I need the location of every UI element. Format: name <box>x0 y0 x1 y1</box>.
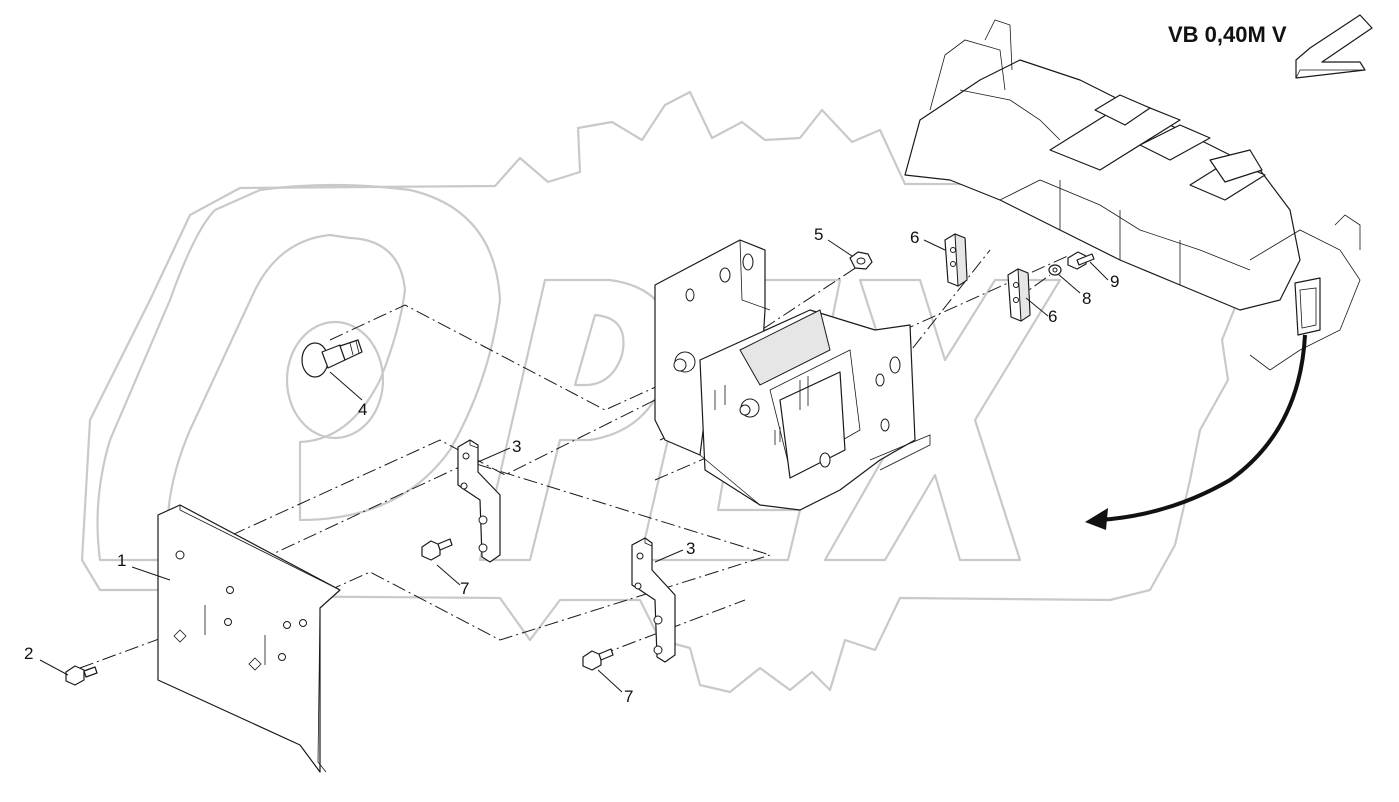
part-9-screw <box>1067 251 1095 270</box>
part-3-bracket-lower <box>631 537 676 663</box>
part-4-pin <box>301 339 363 378</box>
callout-6-upper: 6 <box>910 228 919 247</box>
callout-7-lower: 7 <box>624 687 633 706</box>
callout-5: 5 <box>814 225 823 244</box>
callout-9: 9 <box>1110 272 1119 291</box>
callout-3-upper: 3 <box>512 437 521 456</box>
callout-8: 8 <box>1082 289 1091 308</box>
callout-1: 1 <box>117 551 126 570</box>
callout-7-upper: 7 <box>460 579 469 598</box>
detail-pointer-arrow <box>1085 334 1307 530</box>
part-3-bracket-upper <box>457 439 501 563</box>
part-7-screw-upper <box>421 538 453 561</box>
part-5-nut <box>849 251 873 270</box>
callout-2: 2 <box>24 644 33 663</box>
part-8-washer <box>1048 264 1062 276</box>
callout-6-lower: 6 <box>1048 307 1057 326</box>
callout-4: 4 <box>358 400 367 419</box>
callout-labels: 1 2 3 3 4 5 6 6 7 7 8 9 <box>24 225 1119 706</box>
callout-leaders <box>39 239 1109 693</box>
part-2-bolt <box>65 665 98 686</box>
part-7-screw-lower <box>582 648 614 671</box>
paver-machine-overview <box>904 19 1361 371</box>
part-1-plate <box>157 504 341 773</box>
part-6-block-lower <box>1007 268 1031 322</box>
view-direction-arrow-icon <box>1295 14 1373 79</box>
part-6-block-upper <box>944 233 968 287</box>
callout-3-lower: 3 <box>686 539 695 558</box>
central-bracket-assembly <box>654 239 931 511</box>
view-label: VB 0,40M V <box>1168 22 1287 47</box>
